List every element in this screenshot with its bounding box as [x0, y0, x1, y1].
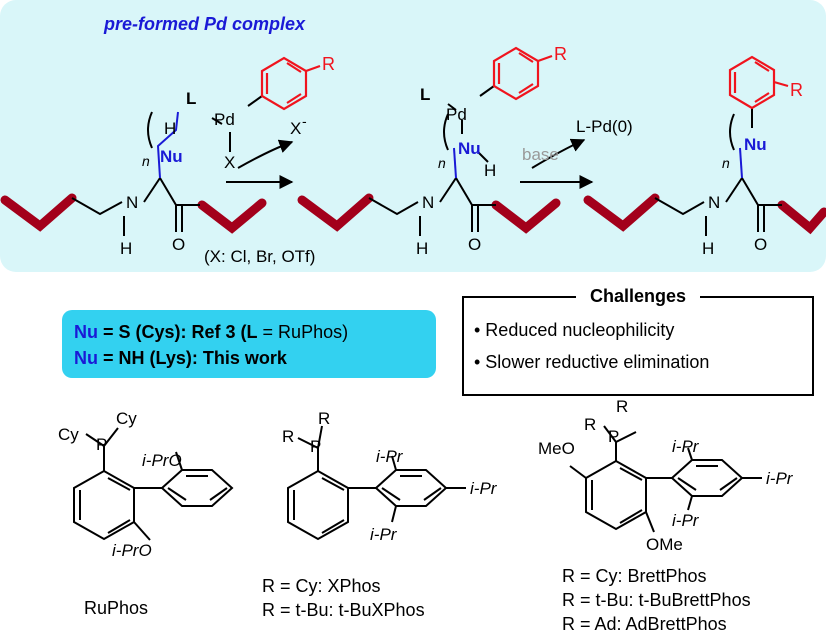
intermediate-pd-label: Pd: [446, 105, 467, 124]
xphos-ipr2-label: i-Pr: [470, 479, 498, 498]
nucleophile-box: Nu = S (Cys): Ref 3 (L = RuPhos) Nu = NH…: [62, 310, 436, 378]
ruphos-cy2-label: Cy: [116, 409, 137, 428]
brettphos-p-label: P: [608, 427, 619, 446]
xphos-ipr1-label: i-Pr: [376, 447, 404, 466]
ruphos-ipro2-label: i-PrO: [112, 541, 152, 560]
challenges-title: Challenges: [464, 286, 812, 307]
brettphos-ipr2-label: i-Pr: [766, 469, 794, 488]
ruphos-cy1-label: Cy: [58, 425, 79, 444]
xphos-ipr3-label: i-Pr: [370, 525, 398, 544]
product-nu-label: Nu: [744, 135, 767, 154]
intermediate-r-label: R: [554, 44, 567, 64]
panel-title: pre-formed Pd complex: [103, 14, 306, 34]
brettphos-ome-label: OMe: [646, 535, 683, 554]
intermediate-n-subscript: n: [438, 155, 446, 171]
peptide-3-h-label: H: [702, 239, 714, 258]
protein-chain-3a: [583, 193, 660, 232]
peptide-2: [368, 85, 496, 236]
peptide-2-o-label: O: [468, 235, 481, 254]
pd-reagent-x-label: X: [224, 153, 235, 172]
peptide-1-o-label: O: [172, 235, 185, 254]
brettphos-structure: [569, 425, 762, 533]
challenge-item-2: • Slower reductive elimination: [474, 352, 710, 372]
protein-chain-3b: [777, 200, 826, 235]
peptide-1-h-label: H: [120, 239, 132, 258]
protein-chain-1a: [0, 193, 77, 232]
xphos-r2-label: R: [318, 409, 330, 428]
xphos-line-1: R = Cy: XPhos: [262, 576, 381, 596]
nu-line-1-end: = RuPhos): [257, 322, 349, 342]
leaving-group-x: X: [290, 119, 301, 138]
xphos-r1-label: R: [282, 427, 294, 446]
product-n-subscript: n: [722, 155, 730, 171]
nu-line-1-rest: = S (Cys): Ref 3 (: [98, 322, 247, 342]
brettphos-r1-label: R: [584, 415, 596, 434]
base-label: base: [522, 145, 559, 164]
curved-arrow-1: [237, 139, 294, 169]
nu-line-1-l: L: [246, 322, 258, 342]
peptide-3-o-label: O: [754, 235, 767, 254]
pd0-label: L-Pd(0): [576, 117, 633, 136]
intermediate-aryl-ring: [492, 46, 553, 101]
intermediate-nu-label: Nu: [458, 139, 481, 158]
peptide-1-n-subscript: n: [142, 153, 150, 169]
challenges-box: Challenges • Reduced nucleophilicity • S…: [462, 286, 814, 396]
ruphos-p-label: P: [96, 435, 107, 454]
peptide-1-nu-label: Nu: [160, 147, 183, 166]
intermediate-l-label: L: [420, 85, 430, 104]
x-note: (X: Cl, Br, OTf): [204, 247, 315, 266]
nu-line-1-nu: Nu: [74, 322, 98, 342]
peptide-3: [654, 108, 782, 236]
pd-reagent-pd-label: Pd: [214, 110, 235, 129]
xphos-structure: [287, 425, 466, 541]
brettphos-meo-label: MeO: [538, 439, 575, 458]
peptide-1: [71, 111, 200, 236]
brettphos-line-2: R = t-Bu: t-BuBrettPhos: [562, 590, 751, 610]
brettphos-line-1: R = Cy: BrettPhos: [562, 566, 707, 586]
nu-line-1: Nu = S (Cys): Ref 3 (L = RuPhos): [74, 322, 348, 343]
protein-chains: [0, 193, 826, 235]
ruphos-name: RuPhos: [84, 598, 148, 618]
protein-chain-1b: [197, 198, 267, 234]
brettphos-ipr1-label: i-Pr: [672, 437, 700, 456]
challenge-item-1: • Reduced nucleophilicity: [474, 320, 675, 340]
peptide-3-n-label: N: [708, 193, 720, 212]
curved-arrow-2: [531, 138, 586, 169]
brettphos-ipr3-label: i-Pr: [672, 511, 700, 530]
xphos-line-2: R = t-Bu: t-BuXPhos: [262, 600, 425, 620]
xphos-p-label: P: [310, 437, 321, 456]
ruphos-ipro1-label: i-PrO: [142, 451, 182, 470]
peptide-2-h-label: H: [416, 239, 428, 258]
brettphos-line-3: R = Ad: AdBrettPhos: [562, 614, 727, 634]
peptide-2-n-label: N: [422, 193, 434, 212]
peptide-1-n-label: N: [126, 193, 138, 212]
protein-chain-2a: [297, 193, 374, 232]
pd-reagent-l-label: L: [186, 89, 196, 108]
nu-line-2-rest: = NH (Lys): This work: [98, 348, 287, 368]
nu-line-2-nu: Nu: [74, 348, 98, 368]
pd-reagent-aryl-ring: [260, 56, 321, 111]
peptide-1-h-on-nu: H: [164, 119, 176, 138]
intermediate-h-label: H: [484, 161, 496, 180]
product-r-label: R: [790, 80, 803, 100]
product-aryl-ring: [728, 55, 789, 110]
pd-reagent: [211, 95, 263, 152]
ruphos-structure: [73, 427, 234, 541]
pd-reagent-r-label: R: [322, 54, 335, 74]
brettphos-r2-label: R: [616, 397, 628, 416]
leaving-group-charge: -: [302, 113, 307, 129]
nu-line-2: Nu = NH (Lys): This work: [74, 348, 287, 369]
protein-chain-2b: [491, 198, 561, 234]
